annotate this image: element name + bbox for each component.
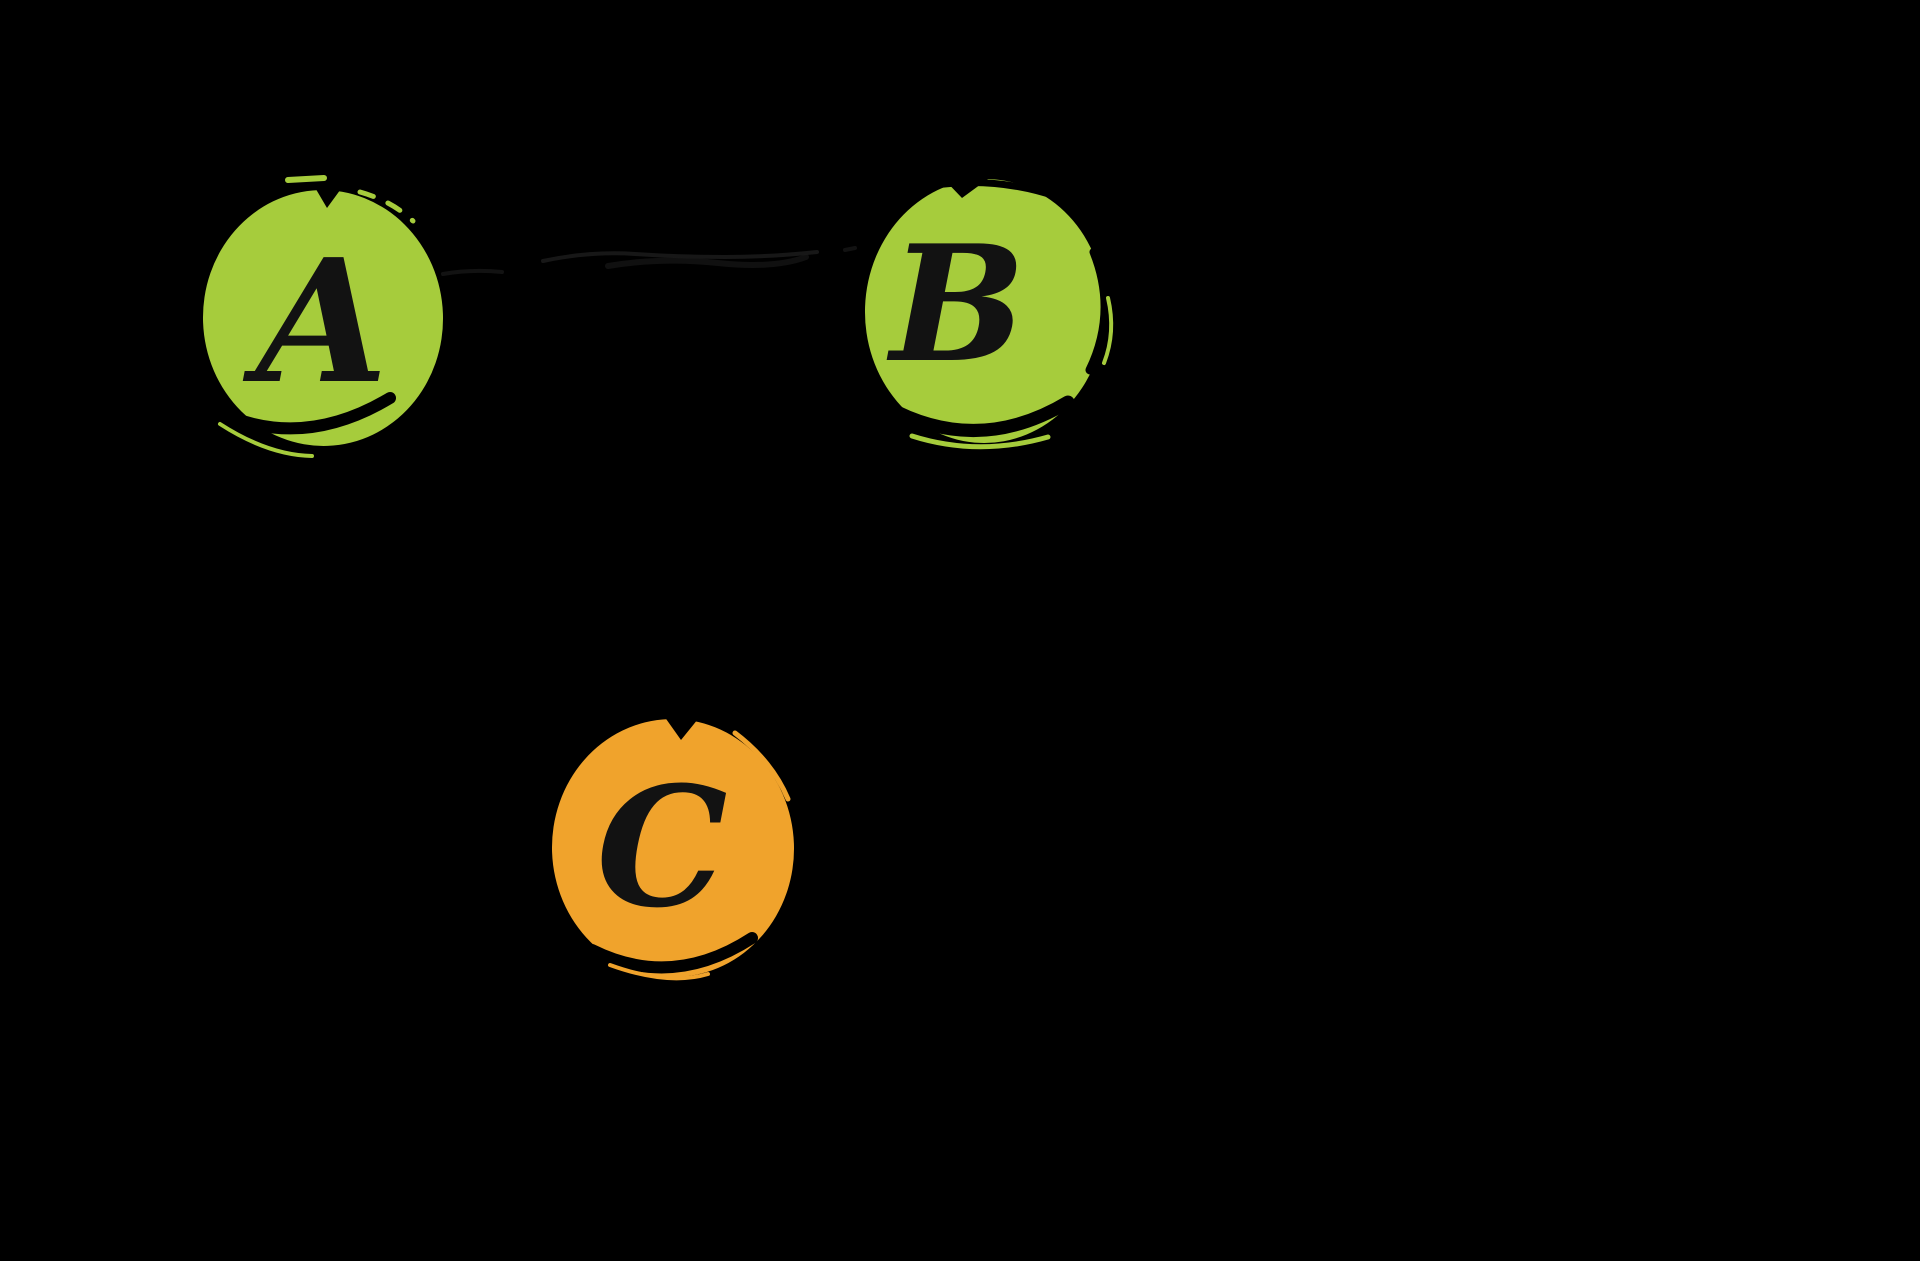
node-c-overshoot-top-right xyxy=(732,730,791,802)
node-c-overshoot-bottom xyxy=(608,963,710,981)
node-b-label: B xyxy=(886,210,1025,398)
node-c-sketch-bottom-cut xyxy=(586,932,758,974)
node-b-sketch-right-cut xyxy=(1085,247,1110,375)
edge-a-b-stroke-overlap xyxy=(605,254,809,269)
node-a-label: A xyxy=(242,222,388,422)
node-c-circle xyxy=(551,719,795,977)
edge-a-b-stroke-dot xyxy=(843,246,857,252)
node-a-overshoot-bottom xyxy=(218,422,314,458)
node-a-overshoot-top-right xyxy=(357,189,416,224)
edge-a-b xyxy=(441,246,857,276)
node-b-overshoot-bottom xyxy=(909,433,1051,450)
edge-a-b-stroke-fragment xyxy=(441,268,504,276)
node-a: A xyxy=(202,175,444,458)
node-c-label: C xyxy=(596,750,727,944)
node-b-overshoot-right xyxy=(1102,296,1114,365)
node-a-overshoot-bottom-right xyxy=(331,431,368,443)
node-a-sketch-bottom-cut xyxy=(209,392,396,435)
edge-a-b-stroke xyxy=(541,250,819,263)
node-b-sketch-bottom-cut xyxy=(875,395,1075,437)
node-b: B xyxy=(864,173,1114,450)
node-b-circle xyxy=(864,179,1106,443)
node-a-overshoot-top-left xyxy=(285,175,327,183)
node-c-sketch-notch xyxy=(664,716,698,740)
node-a-sketch-notch xyxy=(310,179,346,208)
node-b-sketch-top-cut xyxy=(904,179,1062,201)
node-c: C xyxy=(551,716,795,981)
node-a-circle xyxy=(202,190,444,446)
